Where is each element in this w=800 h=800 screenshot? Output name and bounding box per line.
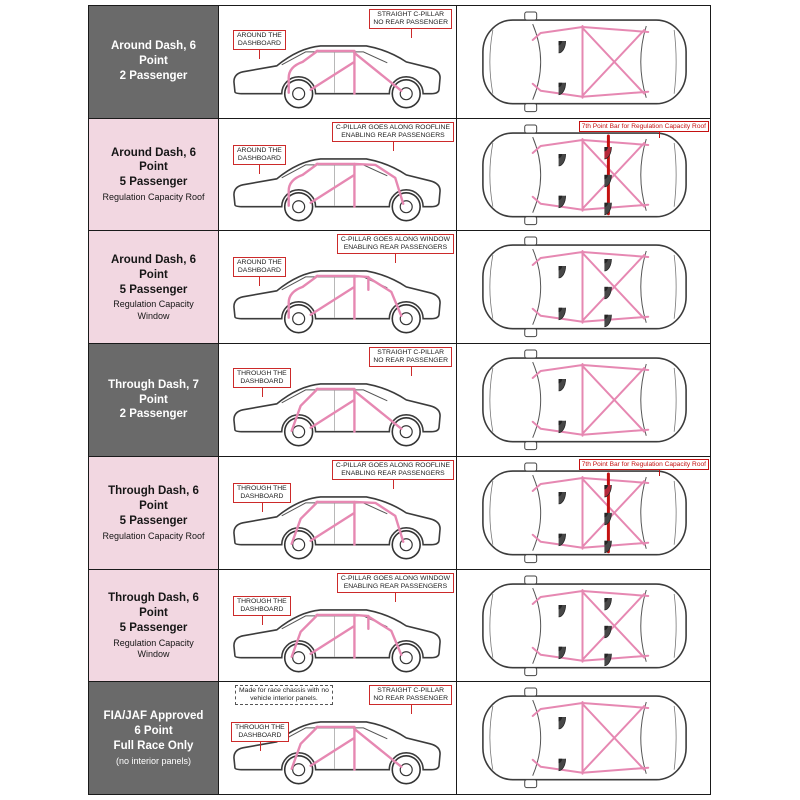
label-title-line1: FIA/JAF Approved (103, 710, 204, 723)
dashboard-callout: THROUGH THE DASHBOARD (233, 368, 291, 398)
label-subtitle: Regulation Capacity Roof (102, 192, 205, 203)
c-pillar-callout: STRAIGHT C-PILLAR NO REAR PASSENGER (369, 347, 452, 377)
car-top-view (457, 457, 710, 569)
car-top-view (457, 570, 710, 682)
label-title-line1: Around Dash, 6 Point (111, 40, 196, 68)
label-title-line1: Through Dash, 6 Point (108, 484, 199, 512)
car-body-side-icon (234, 46, 440, 108)
dashboard-callout: AROUND THE DASHBOARD (233, 257, 286, 287)
dashboard-callout: THROUGH THE DASHBOARD (233, 595, 291, 625)
label-cell: Through Dash, 6 Point 5 Passenger Regula… (89, 456, 219, 569)
car-body-side-icon (234, 384, 440, 446)
label-title-line2: 5 Passenger (119, 514, 188, 527)
config-row-around-dash-5pass-window: Around Dash, 6 Point 5 Passenger Regulat… (89, 231, 710, 345)
top-view-cell (457, 231, 710, 344)
config-row-through-dash-5pass-roof: Through Dash, 6 Point 5 Passenger Regula… (89, 456, 710, 570)
config-row-around-dash-5pass-roof: Around Dash, 6 Point 5 Passenger Regulat… (89, 118, 710, 232)
seventh-point-note: 7th Point Bar for Regulation Capacity Ro… (578, 458, 709, 476)
dashboard-callout: AROUND THE DASHBOARD (233, 144, 286, 174)
top-view-cell (457, 344, 710, 456)
label-subtitle: Regulation Capacity Roof (102, 530, 205, 541)
label-title-line1: Through Dash, 7 Point (108, 378, 199, 406)
car-top-view (457, 119, 710, 231)
dashboard-callout: AROUND THE DASHBOARD (233, 30, 286, 60)
config-row-through-dash-2pass: Through Dash, 7 Point 2 Passenger THROUG… (89, 344, 710, 457)
c-pillar-callout: C-PILLAR GOES ALONG ROOFLINE ENABLING RE… (331, 121, 454, 151)
side-view-cell: Made for race chassis with no vehicle in… (219, 682, 457, 795)
label-cell: Around Dash, 6 Point 2 Passenger (89, 6, 219, 118)
label-cell: Through Dash, 7 Point 2 Passenger (89, 344, 219, 456)
top-view-cell: 7th Point Bar for Regulation Capacity Ro… (457, 456, 710, 569)
car-top-view (457, 6, 710, 118)
label-cell: Around Dash, 6 Point 5 Passenger Regulat… (89, 231, 219, 344)
label-title-line2: 6 Point (134, 725, 173, 738)
label-subtitle: Regulation Capacity Window (113, 299, 194, 321)
car-body-side-icon (234, 271, 440, 333)
c-pillar-callout: C-PILLAR GOES ALONG WINDOW ENABLING REAR… (336, 234, 454, 264)
label-title-line3: Full Race Only (113, 740, 194, 753)
label-title-line2: 5 Passenger (119, 283, 188, 296)
side-view-cell: AROUND THE DASHBOARD C-PILLAR GOES ALONG… (219, 231, 457, 344)
side-view-cell: AROUND THE DASHBOARD C-PILLAR GOES ALONG… (219, 118, 457, 231)
side-view-cell: THROUGH THE DASHBOARD C-PILLAR GOES ALON… (219, 456, 457, 569)
label-title-line2: 2 Passenger (119, 70, 188, 83)
label-title-line2: 5 Passenger (119, 621, 188, 634)
side-view-cell: AROUND THE DASHBOARD STRAIGHT C-PILLAR N… (219, 6, 457, 118)
car-top-view (457, 682, 710, 794)
top-view-cell: 7th Point Bar for Regulation Capacity Ro… (457, 118, 710, 231)
label-cell: FIA/JAF Approved 6 Point Full Race Only … (89, 682, 219, 795)
label-subtitle: (no interior panels) (115, 755, 192, 766)
top-view-cell (457, 569, 710, 682)
label-cell: Around Dash, 6 Point 5 Passenger Regulat… (89, 118, 219, 231)
label-title-line1: Around Dash, 6 Point (111, 146, 196, 174)
top-view-cell (457, 682, 710, 795)
c-pillar-callout: C-PILLAR GOES ALONG WINDOW ENABLING REAR… (336, 572, 454, 602)
car-body-side-icon (234, 610, 440, 672)
car-body-side-icon (234, 159, 440, 221)
configuration-table: Around Dash, 6 Point 2 Passenger AROUND … (88, 5, 711, 795)
c-pillar-callout: STRAIGHT C-PILLAR NO REAR PASSENGER (369, 685, 452, 715)
race-chassis-note: Made for race chassis with no vehicle in… (235, 685, 333, 706)
c-pillar-callout: STRAIGHT C-PILLAR NO REAR PASSENGER (369, 9, 452, 39)
car-body-side-icon (234, 497, 440, 559)
c-pillar-callout: C-PILLAR GOES ALONG ROOFLINE ENABLING RE… (331, 459, 454, 489)
dashboard-callout: THROUGH THE DASHBOARD (231, 722, 289, 752)
side-view-cell: THROUGH THE DASHBOARD C-PILLAR GOES ALON… (219, 569, 457, 682)
config-row-around-dash-2pass: Around Dash, 6 Point 2 Passenger AROUND … (89, 6, 710, 119)
label-subtitle: Regulation Capacity Window (113, 637, 194, 659)
top-view-cell (457, 6, 710, 118)
config-row-through-dash-5pass-window: Through Dash, 6 Point 5 Passenger Regula… (89, 569, 710, 683)
config-row-fia-jaf-full-race: FIA/JAF Approved 6 Point Full Race Only … (89, 682, 710, 795)
car-top-view (457, 344, 710, 456)
label-title-line1: Through Dash, 6 Point (108, 591, 199, 619)
label-title-line1: Around Dash, 6 Point (111, 253, 196, 281)
label-title-line2: 2 Passenger (119, 408, 188, 421)
seventh-point-note: 7th Point Bar for Regulation Capacity Ro… (578, 120, 709, 138)
label-cell: Through Dash, 6 Point 5 Passenger Regula… (89, 569, 219, 682)
dashboard-callout: THROUGH THE DASHBOARD (233, 482, 291, 512)
label-title-line2: 5 Passenger (119, 176, 188, 189)
car-top-view (457, 231, 710, 343)
side-view-cell: THROUGH THE DASHBOARD STRAIGHT C-PILLAR … (219, 344, 457, 456)
